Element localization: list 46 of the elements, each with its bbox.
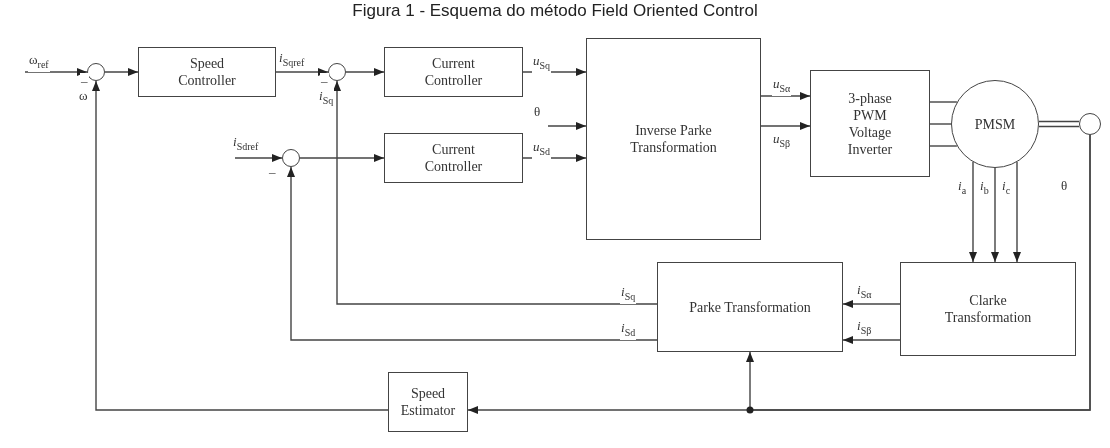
signal-arrow — [333, 80, 658, 305]
signal-arrow — [1013, 161, 1021, 263]
block-box — [388, 372, 468, 432]
block-label: Speed Estimator — [400, 385, 456, 419]
signal-arrow — [92, 80, 389, 411]
signal-label: i$_{Sq}$ — [318, 88, 335, 108]
summing-junction — [328, 63, 346, 81]
signal-arrow — [760, 92, 811, 100]
block-box — [810, 70, 930, 177]
block-label: Clarke Transformation — [943, 292, 1033, 326]
block-box — [384, 133, 523, 183]
signal-arrow — [287, 166, 658, 341]
block-box — [384, 47, 523, 97]
sensor-circle — [1079, 113, 1101, 135]
signal-arrow — [24, 68, 88, 76]
signal-arrow — [275, 68, 329, 76]
signal-arrow — [842, 300, 901, 308]
block-label: Speed Controller — [177, 55, 237, 89]
signal-arrow — [969, 161, 977, 263]
block-box — [586, 38, 761, 240]
block-label: Inverse Parke Transformation — [629, 122, 718, 156]
signal-arrow — [522, 154, 587, 162]
signal-arrow — [104, 68, 139, 76]
signal-arrow — [234, 154, 283, 162]
block-label: 3-phase PWM Voltage Inverter — [846, 89, 894, 158]
signal-arrow — [760, 122, 811, 130]
signal-arrow — [746, 134, 1091, 411]
signal-arrow — [842, 336, 901, 344]
signal-label: θ — [1060, 178, 1069, 193]
figure-title: Figura 1 - Esquema do método Field Oriented Control — [352, 1, 758, 20]
signal-arrow — [547, 122, 587, 130]
block-box — [657, 262, 843, 352]
signal-arrow — [299, 154, 385, 162]
block-box — [900, 262, 1076, 356]
shaft-line — [1038, 120, 1080, 128]
block-label: Current Controller — [423, 141, 484, 175]
block-label: PMSM — [974, 115, 1016, 133]
signal-arrow — [345, 68, 385, 76]
signal-arrow — [991, 167, 999, 263]
block-box — [138, 47, 276, 97]
signal-label: θ — [533, 104, 542, 119]
block-label: Parke Transformation — [689, 298, 811, 316]
block-label: Current Controller — [423, 55, 484, 89]
summing-junction — [87, 63, 105, 81]
signal-arrow — [522, 68, 587, 76]
summing-junction — [282, 149, 300, 167]
